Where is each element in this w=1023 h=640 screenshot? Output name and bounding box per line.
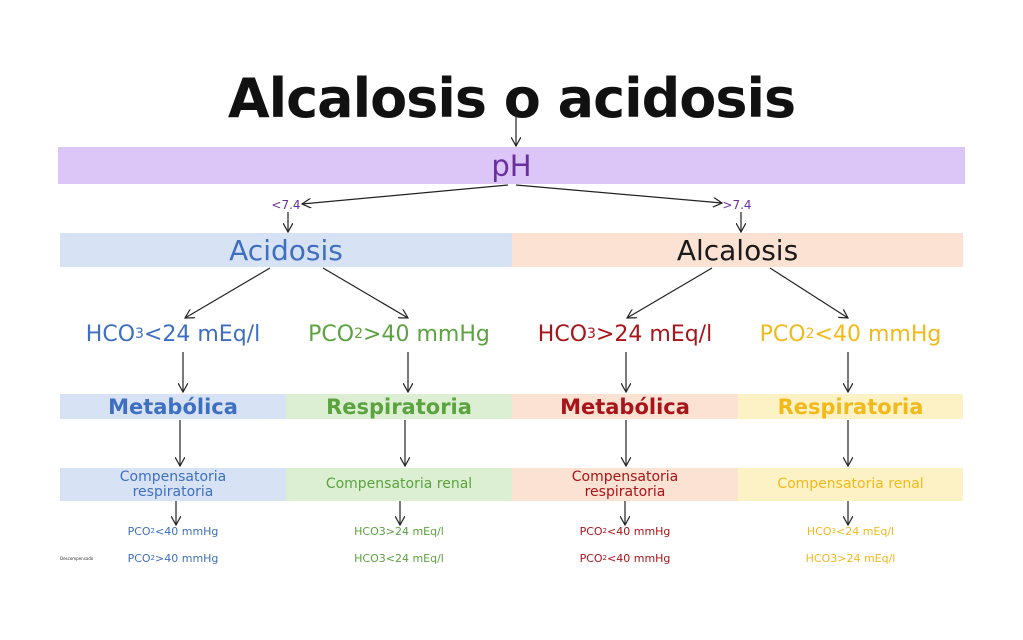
- alcalosis-bar: [512, 233, 963, 267]
- type-bar-alk-respiratory: [738, 394, 963, 419]
- arrow-ph-to-low: [302, 184, 509, 204]
- arrow-acid-to-crit1: [185, 267, 271, 318]
- arrow-acid-to-crit2: [322, 267, 408, 318]
- arrow-alk-to-crit3: [627, 267, 713, 318]
- compensated-value-2: HCO3>24 mEq/l: [354, 524, 444, 538]
- compensation-bar-2: [286, 468, 512, 501]
- type-label-alk-respiratory: Respiratoria: [777, 394, 924, 419]
- acidosis-bar: [60, 233, 512, 267]
- acidosis-label: Acidosis: [229, 233, 343, 267]
- ph-label: pH: [491, 148, 532, 183]
- compensation-bar-3: [512, 468, 738, 501]
- arrow-ph-to-high: [515, 184, 722, 203]
- type-label-alk-metabolic: Metabólica: [560, 394, 690, 419]
- alcalosis-label: Alcalosis: [676, 233, 799, 267]
- type-label-acid-metabolic: Metabólica: [108, 394, 238, 419]
- compensation-bar-1: [60, 468, 286, 501]
- type-bar-acid-respiratory: [286, 394, 512, 419]
- type-bar-alk-metabolic: [512, 394, 738, 419]
- compensation-bar-4: [738, 468, 963, 501]
- type-label-acid-respiratory: Respiratoria: [326, 394, 472, 419]
- arrow-alk-to-crit4: [769, 267, 848, 318]
- type-bar-acid-metabolic: [60, 394, 286, 419]
- compensation-label-2: Compensatoria renal: [325, 476, 473, 492]
- compensation-label-4: Compensatoria renal: [777, 476, 924, 492]
- ph-low-threshold: <7.4: [271, 198, 301, 212]
- ph-high-threshold: >7.4: [722, 198, 752, 212]
- ph-bar: [58, 147, 965, 184]
- decompensated-value-2: HCO3<24 mEq/l: [354, 551, 444, 565]
- decompensated-value-4: HCO3>24 mEq/l: [805, 551, 896, 565]
- diagram-title: Alcalosis o acidosis: [227, 66, 796, 130]
- decompensated-label: Descompensado: [60, 555, 94, 561]
